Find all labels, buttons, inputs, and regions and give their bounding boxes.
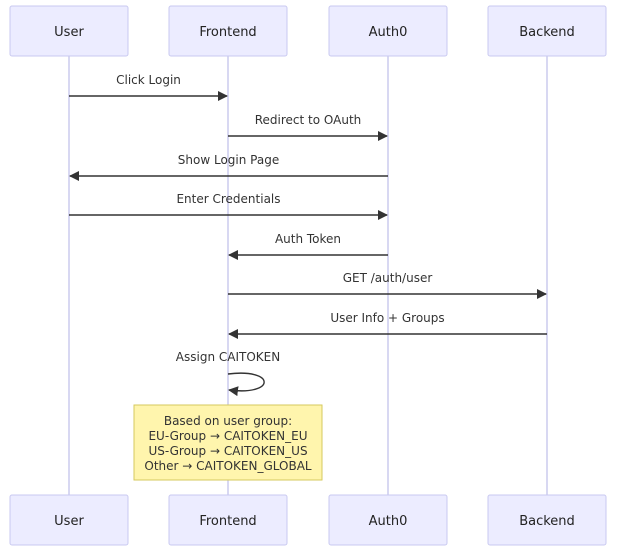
actor-top-user: User xyxy=(9,5,129,57)
note-line: Other → CAITOKEN_GLOBAL xyxy=(144,459,312,473)
actor-box xyxy=(328,5,448,57)
actor-bottom-auth0: Auth0 xyxy=(328,494,448,546)
actor-label: Backend xyxy=(519,514,575,529)
message-3: Show Login Page xyxy=(69,153,388,181)
message-label: Enter Credentials xyxy=(176,192,280,206)
actor-box xyxy=(328,494,448,546)
actor-label: Frontend xyxy=(199,25,256,40)
note: Based on user group:EU-Group → CAITOKEN_… xyxy=(133,404,323,481)
actor-label: Auth0 xyxy=(369,25,408,40)
actor-label: User xyxy=(54,514,84,529)
actor-bottom-frontend: Frontend xyxy=(168,494,288,546)
actor-bottom-backend: Backend xyxy=(487,494,607,546)
actor-top-auth0: Auth0 xyxy=(328,5,448,57)
self-message-arrow xyxy=(227,372,265,397)
message-label: Assign CAITOKEN xyxy=(176,350,280,364)
message-label: User Info + Groups xyxy=(330,311,444,325)
message-label: Show Login Page xyxy=(178,153,279,167)
actor-box xyxy=(168,5,288,57)
actor-box xyxy=(9,5,129,57)
message-8: Assign CAITOKEN xyxy=(176,350,280,397)
message-label: Click Login xyxy=(116,73,181,87)
message-4: Enter Credentials xyxy=(69,192,388,220)
message-1: Click Login xyxy=(69,73,228,101)
actor-label: Frontend xyxy=(199,514,256,529)
actor-label: User xyxy=(54,25,84,40)
actor-top-backend: Backend xyxy=(487,5,607,57)
note-line: Based on user group: xyxy=(164,414,292,428)
actor-box xyxy=(487,5,607,57)
message-6: GET /auth/user xyxy=(228,271,547,299)
note-box xyxy=(133,404,323,481)
actor-box xyxy=(487,494,607,546)
message-5: Auth Token xyxy=(228,232,388,260)
message-label: Redirect to OAuth xyxy=(255,113,362,127)
message-label: GET /auth/user xyxy=(343,271,433,285)
note-line: US-Group → CAITOKEN_US xyxy=(148,444,307,458)
message-2: Redirect to OAuth xyxy=(228,113,388,141)
note-line: EU-Group → CAITOKEN_EU xyxy=(148,429,307,443)
actor-label: Auth0 xyxy=(369,514,408,529)
actor-top-frontend: Frontend xyxy=(168,5,288,57)
actor-box xyxy=(9,494,129,546)
actor-bottom-user: User xyxy=(9,494,129,546)
message-7: User Info + Groups xyxy=(228,311,547,339)
actor-label: Backend xyxy=(519,25,575,40)
actor-box xyxy=(168,494,288,546)
message-label: Auth Token xyxy=(275,232,341,246)
